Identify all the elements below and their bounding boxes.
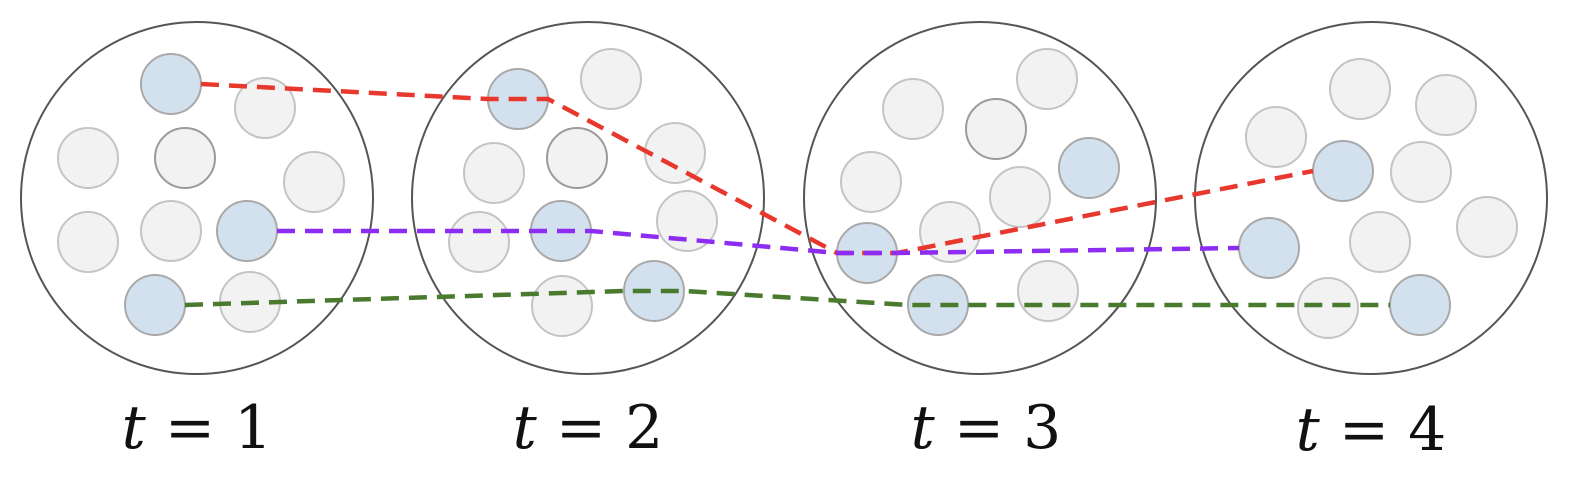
time-value: 4 (1408, 395, 1446, 465)
time-eq: = (537, 393, 625, 463)
time-label-1: t = 1 (122, 393, 273, 463)
tracked-node-green (907, 274, 969, 336)
time-label-2: t = 2 (513, 393, 664, 463)
node (140, 200, 202, 262)
node (1016, 48, 1078, 110)
tracked-node-purple (1238, 217, 1300, 279)
time-eq: = (1320, 395, 1408, 465)
track-green (184, 288, 1390, 308)
time-var: t (513, 393, 538, 463)
track-purple (277, 228, 1240, 256)
tracked-node-green (124, 274, 186, 336)
node (1390, 141, 1452, 203)
node (154, 127, 216, 189)
time-value: 1 (234, 393, 272, 463)
node (1329, 58, 1391, 120)
node (1456, 196, 1518, 258)
node (531, 275, 593, 337)
node (965, 98, 1027, 160)
frame-t2 (411, 21, 765, 375)
time-label-4: t = 4 (1296, 395, 1447, 465)
node (57, 211, 119, 273)
node (1349, 211, 1411, 273)
node (644, 122, 706, 184)
tracked-node-green (623, 260, 685, 322)
time-var: t (1296, 395, 1321, 465)
frame-t3 (803, 21, 1157, 375)
tracked-node-red (1312, 140, 1374, 202)
time-eq: = (146, 393, 234, 463)
node (1017, 260, 1079, 322)
track-red (200, 81, 1314, 256)
tracked-node-purple (216, 200, 278, 262)
frame-t4 (1194, 21, 1548, 375)
node (840, 151, 902, 213)
frame-t1 (20, 21, 374, 375)
node (882, 78, 944, 140)
node (463, 142, 525, 204)
node (1245, 106, 1307, 168)
node (1297, 277, 1359, 339)
time-label-3: t = 3 (911, 393, 1062, 463)
time-eq: = (935, 393, 1023, 463)
tracked-node-blue-extra (1058, 137, 1120, 199)
node (989, 166, 1051, 228)
tracked-node-green (1389, 274, 1451, 336)
node (283, 151, 345, 213)
node (546, 127, 608, 189)
tracked-node-red (140, 53, 202, 115)
time-value: 2 (625, 393, 663, 463)
node (57, 127, 119, 189)
time-value: 3 (1023, 393, 1061, 463)
time-var: t (911, 393, 936, 463)
node (234, 77, 296, 139)
node (448, 211, 510, 273)
node (1415, 74, 1477, 136)
node (580, 48, 642, 110)
time-var: t (122, 393, 147, 463)
